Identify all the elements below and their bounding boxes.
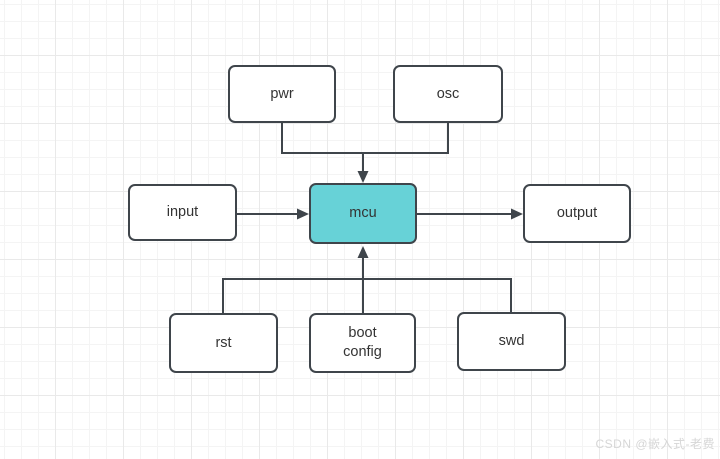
node-mcu[interactable]: mcu <box>309 183 417 244</box>
node-rst-label: rst <box>215 334 232 351</box>
connector-bottom-to-mcu <box>222 246 512 313</box>
node-osc[interactable]: osc <box>393 65 503 123</box>
connector-mcu-to-output <box>417 208 523 220</box>
node-mcu-label: mcu <box>349 205 377 221</box>
connector-pwr-osc-to-mcu <box>281 123 449 183</box>
node-pwr[interactable]: pwr <box>228 65 336 123</box>
node-boot-config[interactable]: boot config <box>309 313 416 373</box>
node-boot-config-label: boot config <box>343 325 382 360</box>
node-osc-label: osc <box>436 85 460 102</box>
node-output-label: output <box>556 205 598 221</box>
node-input-label: input <box>166 204 199 220</box>
node-swd[interactable]: swd <box>457 312 566 371</box>
node-swd-label: swd <box>498 333 525 349</box>
connector-input-to-mcu <box>237 208 309 220</box>
node-pwr-label: pwr <box>270 85 294 102</box>
node-output[interactable]: output <box>523 184 631 243</box>
node-input[interactable]: input <box>128 184 237 241</box>
node-rst[interactable]: rst <box>169 313 278 373</box>
watermark: CSDN @嵌入式-老费 <box>595 437 715 451</box>
